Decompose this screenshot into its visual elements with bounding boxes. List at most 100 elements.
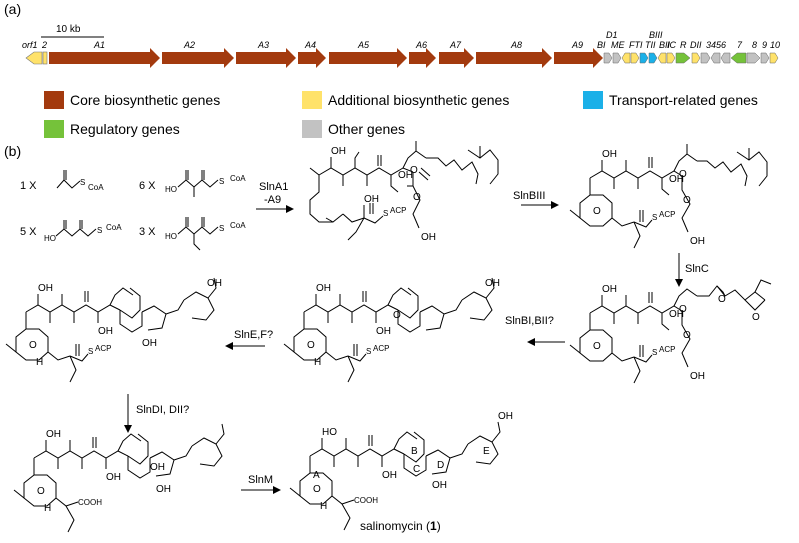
- svg-text:O: O: [29, 340, 37, 351]
- svg-text:S: S: [88, 347, 93, 356]
- ring-label-d: D: [437, 460, 444, 471]
- svg-text:OH: OH: [382, 470, 397, 481]
- structure-salinomycin: HO OH O COOH OH H OH A B C D E: [289, 411, 513, 531]
- svg-text:ACP: ACP: [659, 345, 675, 354]
- gene-F: [630, 52, 640, 64]
- svg-text:OH: OH: [602, 284, 617, 295]
- legend-core-text: Core biosynthetic genes: [70, 92, 220, 108]
- gene-labels: orf1 2 A1 A2 A3 A4 A5 A6 A7 A8 A9 BI ME …: [22, 30, 780, 50]
- svg-text:H: H: [36, 357, 43, 368]
- ring-label-c: C: [413, 464, 420, 475]
- svg-text:OH: OH: [669, 174, 684, 185]
- structure-linear-polyketide: OH OH OH O O OH S ACP: [309, 141, 499, 243]
- svg-text:OH: OH: [150, 462, 165, 473]
- gene-label: 3456: [706, 40, 726, 50]
- svg-text:OH: OH: [432, 480, 447, 491]
- gene-BII: [657, 52, 667, 64]
- gene-A8: [476, 48, 552, 68]
- starter-count-6: 6 X: [139, 180, 156, 192]
- svg-text:O: O: [593, 206, 601, 217]
- starter-count-5: 5 X: [20, 226, 37, 238]
- svg-text:S: S: [652, 213, 657, 222]
- svg-text:CoA: CoA: [88, 183, 104, 192]
- scale-label: 10 kb: [56, 24, 81, 35]
- gene-DII: [691, 52, 701, 64]
- step-label-a9: -A9: [264, 194, 281, 206]
- step-label-m: SlnM: [248, 474, 273, 486]
- structure-polyether-acp: OH OH O O S ACP OH H: [283, 277, 500, 383]
- gene-label: 10: [770, 40, 780, 50]
- malonyl-coa: [55, 228, 97, 237]
- step-arrows: SlnA1 -A9 SlnBIII SlnC SlnBI,BII? SlnE,F…: [124, 181, 709, 494]
- gene-label: ME: [611, 40, 625, 50]
- starter-units: 1 X S CoA 5 X HO S CoA 6 X HO S CoA 3 X …: [20, 170, 246, 251]
- gene-10: [769, 52, 779, 64]
- gene-C: [666, 52, 676, 64]
- svg-text:HO: HO: [322, 427, 337, 438]
- svg-text:O: O: [393, 310, 401, 321]
- gene-TII: [648, 52, 658, 64]
- svg-text:S: S: [97, 226, 102, 235]
- svg-text:O: O: [313, 484, 321, 495]
- gene-4: [710, 52, 721, 64]
- svg-text:HO: HO: [165, 232, 177, 241]
- gene-label: 8: [752, 40, 757, 50]
- methylmalonyl-coa: [177, 179, 219, 188]
- svg-text:ACP: ACP: [95, 344, 111, 353]
- gene-label: orf1: [22, 40, 38, 50]
- gene-label: IC: [667, 40, 677, 50]
- legend-transport-text: Transport-related genes: [609, 92, 758, 108]
- legend: Core biosynthetic genes Additional biosy…: [44, 91, 758, 138]
- ring-label-e: E: [483, 446, 490, 457]
- legend-additional-text: Additional biosynthetic genes: [328, 92, 509, 108]
- gene-3: [700, 52, 711, 64]
- gene-orf1: [25, 51, 43, 65]
- svg-text:OH: OH: [485, 278, 500, 289]
- svg-text:OH: OH: [156, 484, 171, 495]
- gene-label: A8: [510, 40, 522, 50]
- gene-label: A4: [304, 40, 316, 50]
- ring-label-a: A: [313, 470, 320, 481]
- gene-A2: [162, 48, 234, 68]
- svg-text:OH: OH: [602, 149, 617, 160]
- svg-text:OH: OH: [690, 371, 705, 382]
- gene-7: [730, 52, 747, 64]
- svg-text:O: O: [37, 486, 45, 497]
- svg-text:O: O: [679, 304, 687, 315]
- svg-text:O: O: [683, 330, 691, 341]
- legend-other-text: Other genes: [328, 121, 405, 137]
- gene-A7: [439, 48, 474, 68]
- structure-free-acid: OH OH O COOH OH OH H: [13, 423, 225, 533]
- svg-text:O: O: [718, 294, 726, 305]
- gene-label: 7: [737, 40, 743, 50]
- svg-text:H: H: [314, 357, 321, 368]
- svg-text:OH: OH: [98, 326, 113, 337]
- svg-text:O: O: [752, 312, 760, 323]
- svg-text:OH: OH: [398, 170, 413, 181]
- svg-text:OH: OH: [207, 278, 222, 289]
- gene-label: BIII: [649, 30, 663, 40]
- gene-label: A7: [449, 40, 462, 50]
- svg-text:OH: OH: [364, 194, 379, 205]
- legend-swatch-transport: [583, 91, 603, 109]
- panel-b-label: (b): [4, 143, 21, 159]
- gene-label: A5: [357, 40, 370, 50]
- svg-text:S: S: [219, 224, 224, 233]
- gene-E: [621, 52, 631, 64]
- svg-text:HO: HO: [165, 185, 177, 194]
- legend-swatch-other: [302, 120, 322, 138]
- svg-text:COOH: COOH: [78, 498, 102, 507]
- svg-text:O: O: [307, 340, 315, 351]
- legend-swatch-additional: [302, 91, 322, 109]
- ethylmalonyl-coa: [177, 226, 219, 235]
- svg-text:OH: OH: [38, 283, 53, 294]
- svg-text:OH: OH: [142, 338, 157, 349]
- gene-label: A1: [93, 40, 105, 50]
- svg-text:CoA: CoA: [230, 174, 246, 183]
- starter-count-3: 3 X: [139, 226, 156, 238]
- gene-A3: [236, 48, 296, 68]
- step-label-d: SlnDI, DII?: [136, 404, 189, 416]
- gene-label: A3: [257, 40, 269, 50]
- gene-label: A6: [415, 40, 427, 50]
